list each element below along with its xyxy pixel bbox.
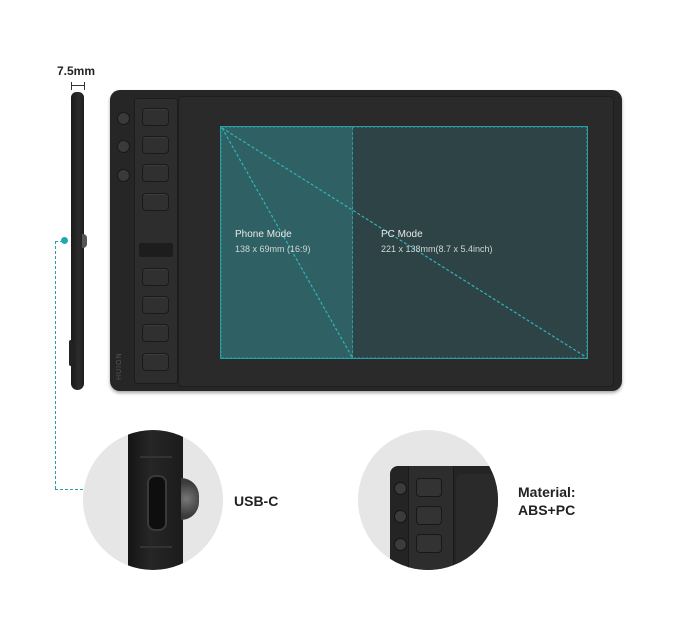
material-caption-line1: Material: [518,484,576,500]
phone-mode-label: Phone Mode 138 x 69mm (16:9) [235,229,311,254]
express-key-strip [134,98,178,384]
mode-button[interactable] [117,140,130,153]
brand-logo: HUION [116,352,123,380]
side-bump [69,340,73,366]
phone-mode-size: 138 x 69mm (16:9) [235,244,311,254]
callout-line [55,241,63,242]
material-detail-image [358,430,498,570]
pc-mode-label: PC Mode 221 x 138mm(8.7 x 5.4inch) [381,229,493,254]
side-knob [181,478,199,520]
thickness-label: 7.5mm [57,64,96,78]
key [416,478,442,497]
usb-c-caption: USB-C [234,493,279,509]
phone-mode-title: Phone Mode [235,229,292,240]
express-key-7[interactable] [142,324,169,342]
express-key-4[interactable] [142,193,169,211]
thickness-dimension-marker [71,82,85,90]
usb-c-port-icon [147,475,167,531]
power-button[interactable] [117,112,130,125]
key [416,534,442,553]
surface-panel [456,474,498,570]
diagonal-guides [221,127,587,358]
function-button[interactable] [117,169,130,182]
express-key-6[interactable] [142,296,169,314]
pc-mode-active-area: Phone Mode 138 x 69mm (16:9) PC Mode 221… [220,126,588,359]
round-button [394,538,407,551]
material-caption: Material: ABS+PC [518,483,576,519]
express-key-2[interactable] [142,136,169,154]
express-key-5[interactable] [142,268,169,286]
express-key-3[interactable] [142,164,169,182]
round-button [394,510,407,523]
drawing-tablet: HUION Phone Mode 138 x 69mm (16:9) PC Mo… [110,90,622,391]
key [416,506,442,525]
pc-mode-size: 221 x 138mm(8.7 x 5.4inch) [381,244,493,254]
express-key-8[interactable] [142,353,169,371]
express-key-1[interactable] [142,108,169,126]
usb-c-detail-image [83,430,223,570]
callout-line [55,489,83,490]
callout-line [55,241,56,489]
pc-mode-title: PC Mode [381,229,423,240]
usb-port-marker-dot [61,237,68,244]
edge-groove [140,456,172,458]
tablet-side-profile [71,92,84,390]
tablet-corner [390,466,498,570]
material-caption-line2: ABS+PC [518,502,576,518]
round-button [394,482,407,495]
edge-groove [140,546,172,548]
scroll-roller[interactable] [139,243,173,257]
side-port-knob [82,234,87,248]
